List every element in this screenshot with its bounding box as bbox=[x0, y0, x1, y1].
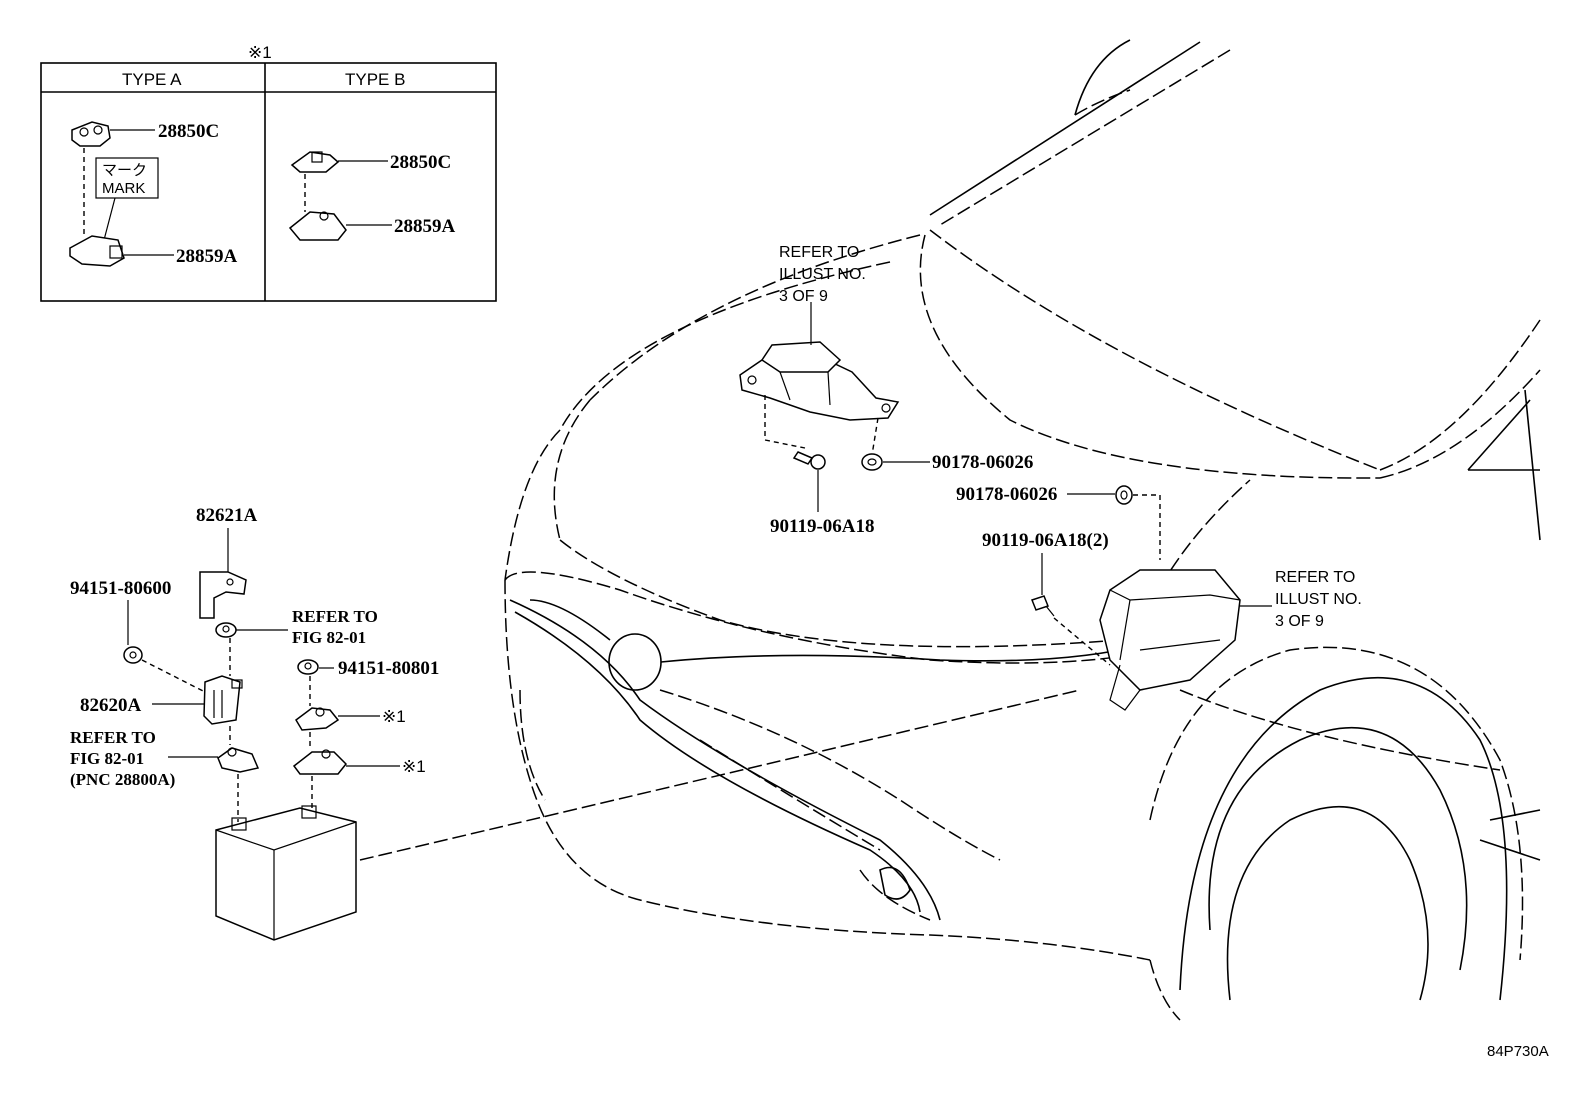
top-bolt-part-number: 90119-06A18 bbox=[770, 516, 875, 537]
part-82621a-number: 82621A bbox=[196, 505, 258, 526]
top-refer-to: REFER TO bbox=[779, 244, 859, 261]
mark-label-jp: マーク bbox=[102, 162, 147, 179]
type-b-header: TYPE B bbox=[345, 70, 405, 89]
type-b-top-part-number: 28850C bbox=[390, 152, 451, 173]
right-nut-part-number: 90178-06026 bbox=[956, 484, 1057, 505]
type-b-bottom-part-number: 28859A bbox=[394, 216, 456, 237]
type-a-clamp-part bbox=[71, 121, 111, 147]
bracket-82621a bbox=[199, 571, 247, 619]
fig-ref-b-refer-to: REFER TO bbox=[70, 728, 156, 747]
type-b-terminal-part bbox=[288, 211, 347, 241]
nut-upper-washer bbox=[215, 622, 237, 638]
fig-ref-a-fig: FIG 82-01 bbox=[292, 628, 366, 647]
fig-ref-b-pnc: (PNC 28800A) bbox=[70, 770, 175, 789]
terminal-mark1-lower bbox=[292, 749, 348, 775]
inset-note-mark: ※1 bbox=[248, 43, 272, 62]
type-a-bottom-part-number: 28859A bbox=[176, 246, 238, 267]
right-illust-no: ILLUST NO. bbox=[1275, 591, 1362, 608]
type-b-clamp-part bbox=[290, 151, 340, 173]
fig-ref-a-refer-to: REFER TO bbox=[292, 607, 378, 626]
type-a-terminal-part bbox=[69, 235, 125, 267]
top-bolt-part bbox=[792, 451, 826, 470]
type-a-top-part-number: 28850C bbox=[158, 121, 219, 142]
part-94151-80600-number: 94151-80600 bbox=[70, 578, 171, 599]
fuse-block-82620a bbox=[203, 675, 243, 725]
mark1-upper-label: ※1 bbox=[382, 707, 406, 726]
nut-94151-80600 bbox=[123, 646, 143, 664]
vehicle-outline bbox=[504, 39, 1541, 1021]
right-bolt-part-number: 90119-06A18(2) bbox=[982, 530, 1109, 551]
right-bolt-part bbox=[1031, 595, 1055, 617]
top-illust-page: 3 OF 9 bbox=[779, 288, 828, 305]
right-refer-to: REFER TO bbox=[1275, 569, 1355, 586]
mark-label-en: MARK bbox=[102, 180, 145, 197]
top-illust-no: ILLUST NO. bbox=[779, 266, 866, 283]
top-nut-part-number: 90178-06026 bbox=[932, 452, 1033, 473]
battery-terminal-left bbox=[217, 747, 260, 773]
part-94151-80801-number: 94151-80801 bbox=[338, 658, 439, 679]
nut-94151-80801 bbox=[297, 659, 319, 675]
top-ecu-module bbox=[739, 341, 900, 421]
mark1-lower-label: ※1 bbox=[402, 757, 426, 776]
illustration-code: 84P730A bbox=[1487, 1043, 1549, 1060]
top-nut-part bbox=[861, 453, 883, 471]
part-82620a-number: 82620A bbox=[80, 695, 142, 716]
clamp-mark1-upper bbox=[295, 707, 340, 731]
right-nut-part bbox=[1115, 485, 1133, 505]
type-inset-table: ※1 TYPE A TYPE B 28850C マーク MARK 28859A bbox=[40, 43, 497, 302]
type-a-header: TYPE A bbox=[122, 70, 182, 89]
fig-ref-b-fig: FIG 82-01 bbox=[70, 749, 144, 768]
right-fuse-box-module bbox=[1099, 569, 1241, 711]
right-illust-page: 3 OF 9 bbox=[1275, 613, 1324, 630]
battery bbox=[215, 805, 357, 941]
